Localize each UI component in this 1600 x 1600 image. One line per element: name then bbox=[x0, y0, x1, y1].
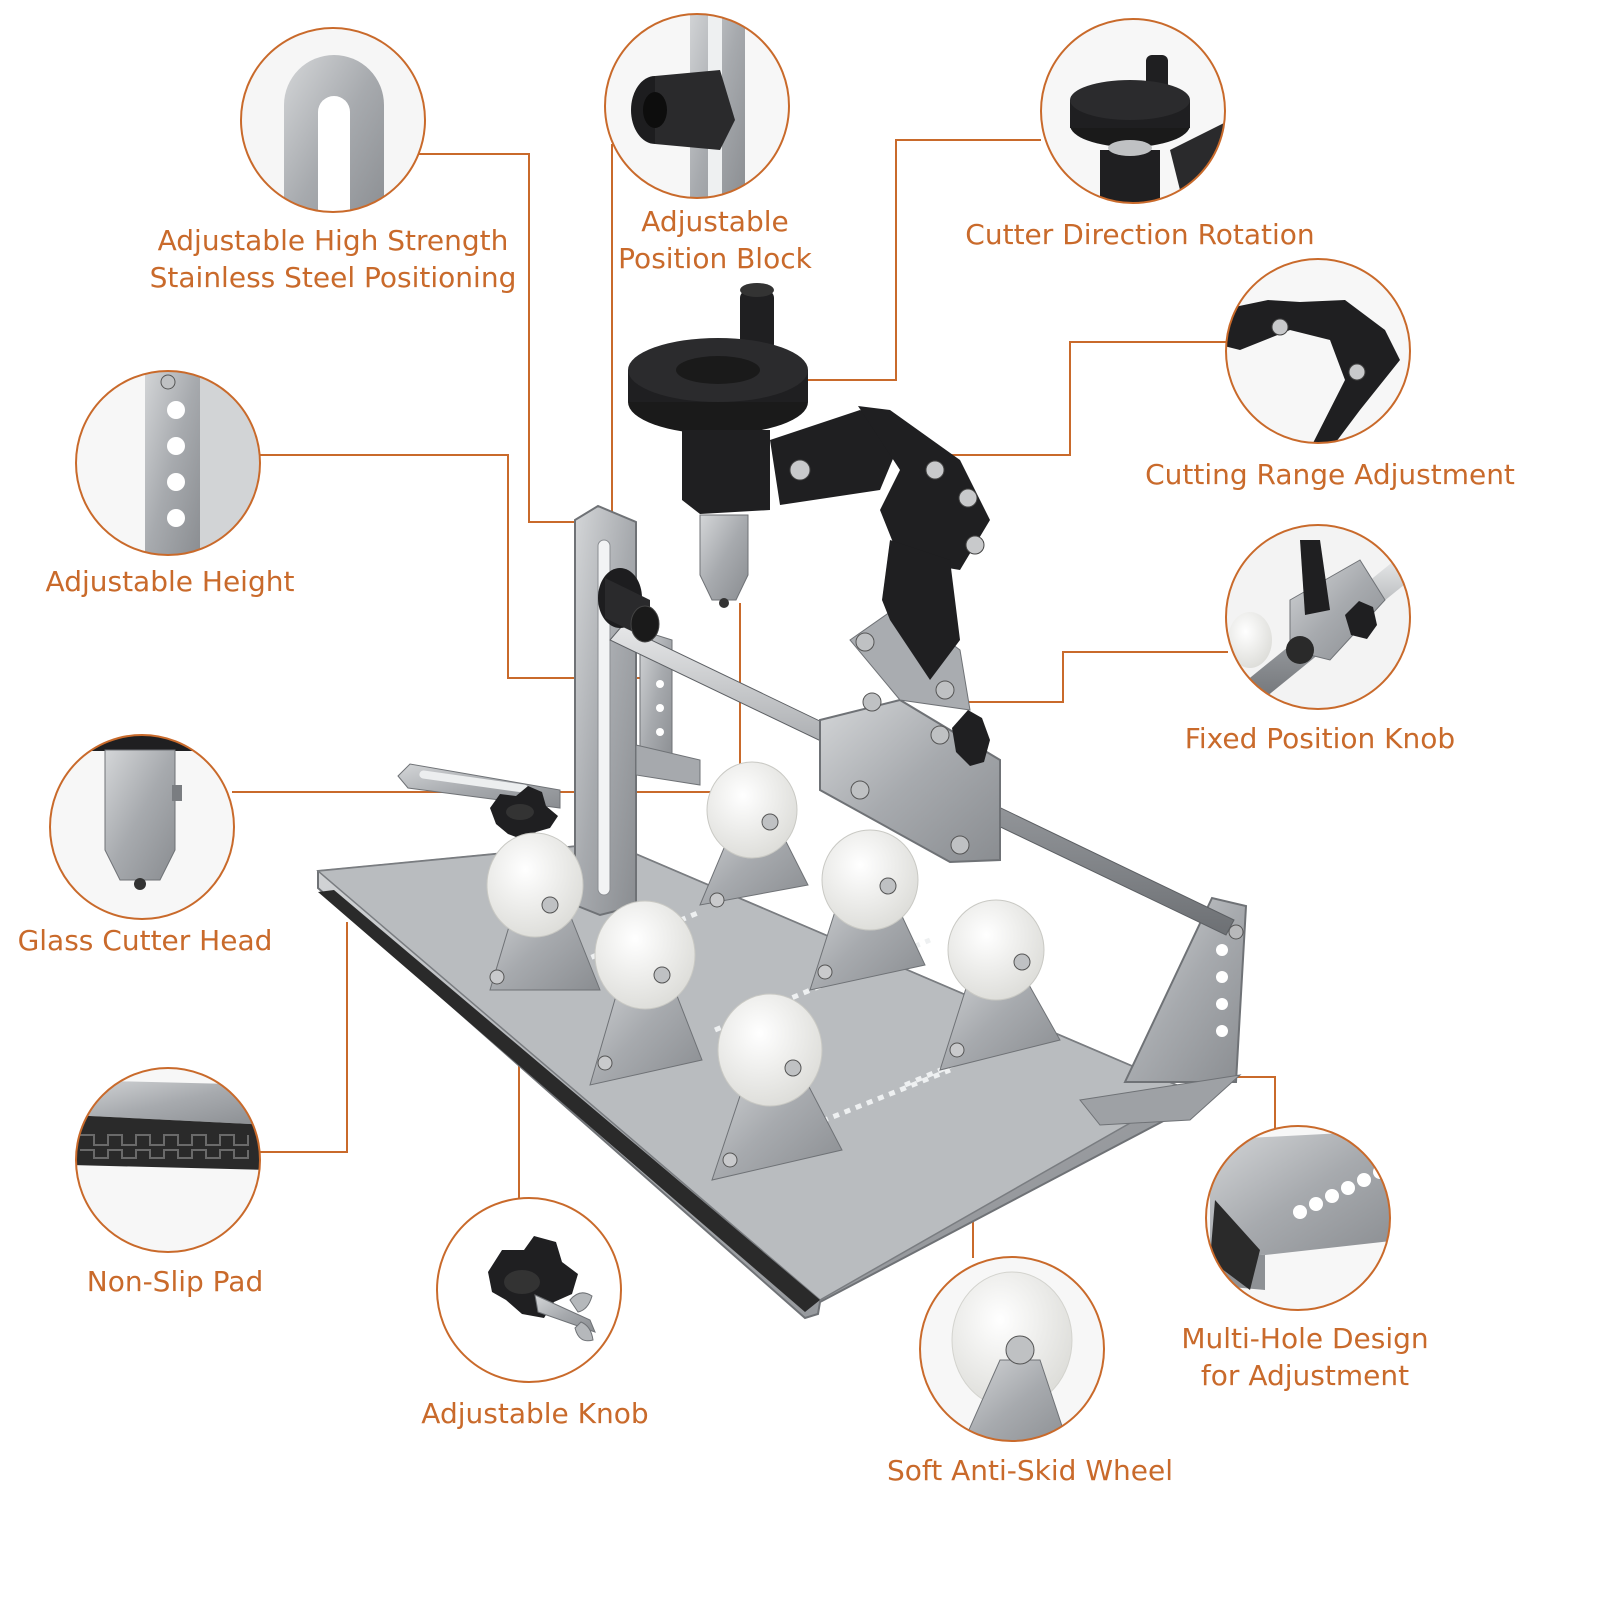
label-line: Glass Cutter Head bbox=[17, 924, 273, 957]
label-line: Fixed Position Knob bbox=[1184, 722, 1456, 755]
adjustable-knob bbox=[490, 786, 558, 840]
bracket-holes bbox=[1216, 944, 1228, 1037]
label-line: Cutting Range Adjustment bbox=[1145, 458, 1515, 491]
label-adj-knob: Adjustable Knob bbox=[400, 1395, 670, 1432]
label-line: Adjustable Height bbox=[45, 565, 295, 598]
callout-multi-hole-icon bbox=[1205, 1125, 1391, 1311]
label-position-block: Adjustable Position Block bbox=[585, 203, 845, 277]
callout-height-icon bbox=[75, 370, 261, 556]
leader-cutter-rotation bbox=[766, 139, 1041, 381]
cutter-head bbox=[699, 514, 749, 601]
cutter-rotation-knob bbox=[628, 283, 808, 514]
support-wheels bbox=[486, 761, 1061, 1181]
callout-position-block-icon bbox=[604, 13, 790, 199]
fixed-position-knob bbox=[952, 710, 990, 766]
label-line: for Adjustment bbox=[1200, 1359, 1410, 1392]
label-line: Soft Anti-Skid Wheel bbox=[886, 1454, 1173, 1487]
label-cutting-range: Cutting Range Adjustment bbox=[1130, 456, 1530, 493]
cutter-arm bbox=[770, 406, 990, 680]
label-non-slip: Non-Slip Pad bbox=[60, 1263, 290, 1300]
position-block bbox=[598, 568, 660, 643]
label-cutter-rotation: Cutter Direction Rotation bbox=[940, 216, 1340, 253]
label-line: Adjustable bbox=[641, 205, 789, 238]
label-wheel: Soft Anti-Skid Wheel bbox=[870, 1452, 1190, 1489]
callout-fixed-knob-icon bbox=[1225, 524, 1411, 710]
callout-cutter-head-icon bbox=[49, 734, 235, 920]
leader-cutting-range bbox=[912, 341, 1226, 456]
label-line: Position Block bbox=[618, 242, 812, 275]
callout-wheel-icon bbox=[919, 1256, 1105, 1442]
callout-cutting-range-icon bbox=[1225, 258, 1411, 444]
callout-non-slip-icon bbox=[75, 1067, 261, 1253]
label-positioning: Adjustable High Strength Stainless Steel… bbox=[128, 222, 538, 296]
leader-positioning bbox=[416, 153, 590, 523]
callout-cutter-rotation-icon bbox=[1040, 18, 1226, 204]
label-line: Cutter Direction Rotation bbox=[965, 218, 1315, 251]
label-line: Multi-Hole Design bbox=[1181, 1322, 1429, 1355]
label-cutter-head: Glass Cutter Head bbox=[0, 922, 290, 959]
label-fixed-knob: Fixed Position Knob bbox=[1170, 720, 1470, 757]
label-height: Adjustable Height bbox=[20, 563, 320, 600]
label-line: Adjustable Knob bbox=[421, 1397, 649, 1430]
glass-cutter-machine bbox=[316, 283, 1248, 1320]
non-slip-pad-strip bbox=[318, 890, 820, 1312]
leader-fixed-knob bbox=[960, 651, 1228, 703]
label-line: Non-Slip Pad bbox=[86, 1265, 264, 1298]
label-line: Stainless Steel Positioning bbox=[149, 261, 517, 294]
label-line: Adjustable High Strength bbox=[157, 224, 509, 257]
callout-adj-knob-icon bbox=[436, 1197, 622, 1383]
callout-positioning-icon bbox=[240, 27, 426, 213]
leader-non-slip bbox=[258, 922, 348, 1153]
label-multi-hole: Multi-Hole Design for Adjustment bbox=[1160, 1320, 1450, 1394]
